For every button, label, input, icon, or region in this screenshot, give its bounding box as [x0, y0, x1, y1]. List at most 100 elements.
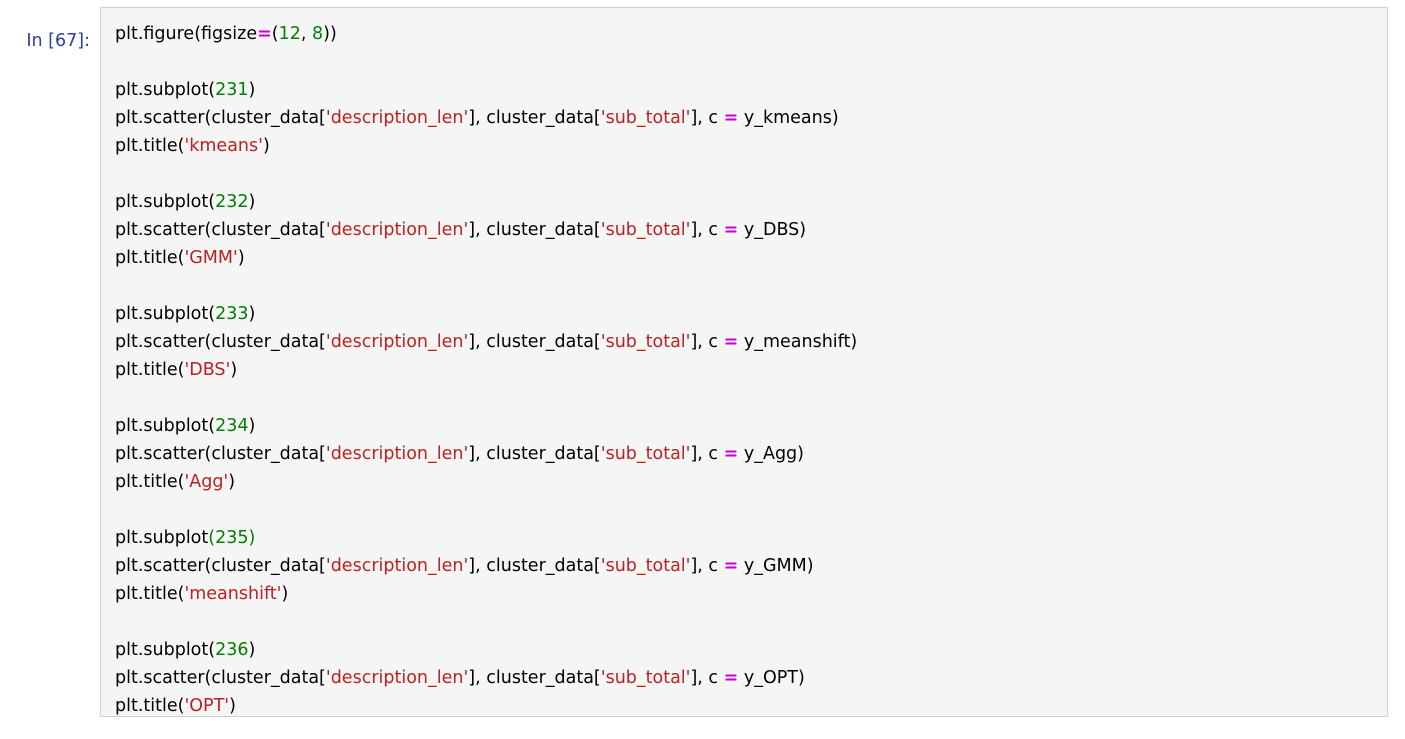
code-token-plain: ], c: [690, 556, 724, 576]
code-token-num: 235: [215, 528, 249, 548]
code-token-paren-green: ): [248, 528, 256, 548]
code-token-plain: plt.scatter(cluster_data[: [115, 556, 326, 576]
code-token-op: =: [723, 556, 739, 576]
code-token-plain: plt.scatter(cluster_data[: [115, 332, 326, 352]
code-token-str: 'sub_total': [600, 332, 691, 352]
code-editor[interactable]: plt.figure(figsize=(12, 8)) plt.subplot(…: [101, 20, 1387, 716]
code-token-plain: ): [262, 136, 270, 156]
code-line: [115, 160, 1387, 188]
code-token-plain: plt.subplot(: [115, 304, 216, 324]
code-token-plain: ], c: [690, 668, 724, 688]
code-token-plain: ): [248, 192, 256, 212]
code-token-plain: (: [271, 24, 279, 44]
code-token-str: 'description_len': [325, 220, 469, 240]
code-token-str: 'kmeans': [184, 136, 263, 156]
code-line: plt.subplot(234): [115, 412, 1387, 440]
code-token-plain: y_meanshift): [738, 332, 858, 352]
code-token-num: 231: [215, 80, 249, 100]
code-line: [115, 48, 1387, 76]
code-token-num: 232: [215, 192, 249, 212]
code-line: plt.title('DBS'): [115, 356, 1387, 384]
code-line: [115, 496, 1387, 524]
code-token-plain: ], c: [690, 108, 724, 128]
code-line: [115, 608, 1387, 636]
code-token-plain: ): [281, 584, 289, 604]
code-token-plain: plt.scatter(cluster_data[: [115, 220, 326, 240]
code-token-plain: ], cluster_data[: [468, 668, 601, 688]
code-token-num: 234: [215, 416, 249, 436]
code-token-plain: ): [248, 304, 256, 324]
code-token-paren-green: (: [208, 528, 216, 548]
code-token-plain: plt.figure(figsize: [115, 24, 258, 44]
code-token-op: =: [723, 668, 739, 688]
code-token-plain: y_Agg): [738, 444, 804, 464]
code-token-str: 'sub_total': [600, 108, 691, 128]
code-line: plt.scatter(cluster_data['description_le…: [115, 104, 1387, 132]
code-token-str: 'DBS': [184, 360, 231, 380]
code-line: plt.title('Agg'): [115, 468, 1387, 496]
code-token-op: =: [723, 444, 739, 464]
code-token-plain: plt.title(: [115, 248, 185, 268]
code-token-plain: plt.scatter(cluster_data[: [115, 444, 326, 464]
code-token-op: =: [723, 108, 739, 128]
code-token-plain: ], c: [690, 220, 724, 240]
code-token-plain: ): [228, 472, 236, 492]
code-line: plt.subplot(231): [115, 76, 1387, 104]
code-token-plain: plt.subplot(: [115, 640, 216, 660]
code-line: plt.title('meanshift'): [115, 580, 1387, 608]
code-token-plain: ,: [300, 24, 313, 44]
code-token-plain: ], c: [690, 444, 724, 464]
code-line: plt.subplot(236): [115, 636, 1387, 664]
code-token-plain: ], cluster_data[: [468, 108, 601, 128]
code-line: plt.subplot(233): [115, 300, 1387, 328]
code-token-str: 'description_len': [325, 108, 469, 128]
code-line: plt.scatter(cluster_data['description_le…: [115, 552, 1387, 580]
code-token-plain: plt.title(: [115, 472, 185, 492]
code-token-plain: ): [248, 80, 256, 100]
code-token-plain: plt.scatter(cluster_data[: [115, 108, 326, 128]
code-cell[interactable]: In [67]: plt.figure(figsize=(12, 8)) plt…: [0, 0, 1405, 717]
code-token-plain: ], c: [690, 332, 724, 352]
code-token-num: 8: [312, 24, 324, 44]
code-line: plt.subplot(232): [115, 188, 1387, 216]
code-input-area[interactable]: plt.figure(figsize=(12, 8)) plt.subplot(…: [100, 7, 1388, 717]
code-token-str: 'meanshift': [184, 584, 282, 604]
code-token-plain: plt.subplot: [115, 528, 209, 548]
code-token-plain: y_DBS): [738, 220, 807, 240]
code-token-plain: ): [230, 360, 238, 380]
code-token-plain: plt.subplot(: [115, 80, 216, 100]
code-token-plain: ], cluster_data[: [468, 556, 601, 576]
code-token-op: =: [723, 220, 739, 240]
code-line: [115, 384, 1387, 412]
code-token-plain: ], cluster_data[: [468, 220, 601, 240]
code-token-str: 'sub_total': [600, 444, 691, 464]
code-token-str: 'OPT': [184, 696, 230, 716]
code-token-op: =: [257, 24, 272, 44]
code-token-str: 'description_len': [325, 556, 469, 576]
code-line: plt.title('kmeans'): [115, 132, 1387, 160]
code-token-plain: plt.subplot(: [115, 416, 216, 436]
code-token-op: =: [723, 332, 739, 352]
code-line: plt.scatter(cluster_data['description_le…: [115, 440, 1387, 468]
code-token-plain: ], cluster_data[: [468, 332, 601, 352]
code-line: plt.scatter(cluster_data['description_le…: [115, 216, 1387, 244]
code-token-plain: ): [248, 416, 256, 436]
code-line: plt.scatter(cluster_data['description_le…: [115, 664, 1387, 692]
code-token-plain: y_GMM): [738, 556, 814, 576]
code-line: plt.title('OPT'): [115, 692, 1387, 716]
code-token-plain: plt.title(: [115, 360, 185, 380]
code-token-str: 'sub_total': [600, 668, 691, 688]
code-token-plain: y_OPT): [738, 668, 805, 688]
code-line: plt.title('GMM'): [115, 244, 1387, 272]
code-token-str: 'description_len': [325, 668, 469, 688]
code-token-str: 'sub_total': [600, 220, 691, 240]
code-token-str: 'description_len': [325, 444, 469, 464]
code-line: [115, 272, 1387, 300]
code-line: plt.scatter(cluster_data['description_le…: [115, 328, 1387, 356]
code-token-plain: ], cluster_data[: [468, 444, 601, 464]
code-token-str: 'sub_total': [600, 556, 691, 576]
code-token-plain: ): [237, 248, 245, 268]
code-token-plain: plt.title(: [115, 584, 185, 604]
cell-execution-prompt: In [67]:: [26, 31, 90, 51]
